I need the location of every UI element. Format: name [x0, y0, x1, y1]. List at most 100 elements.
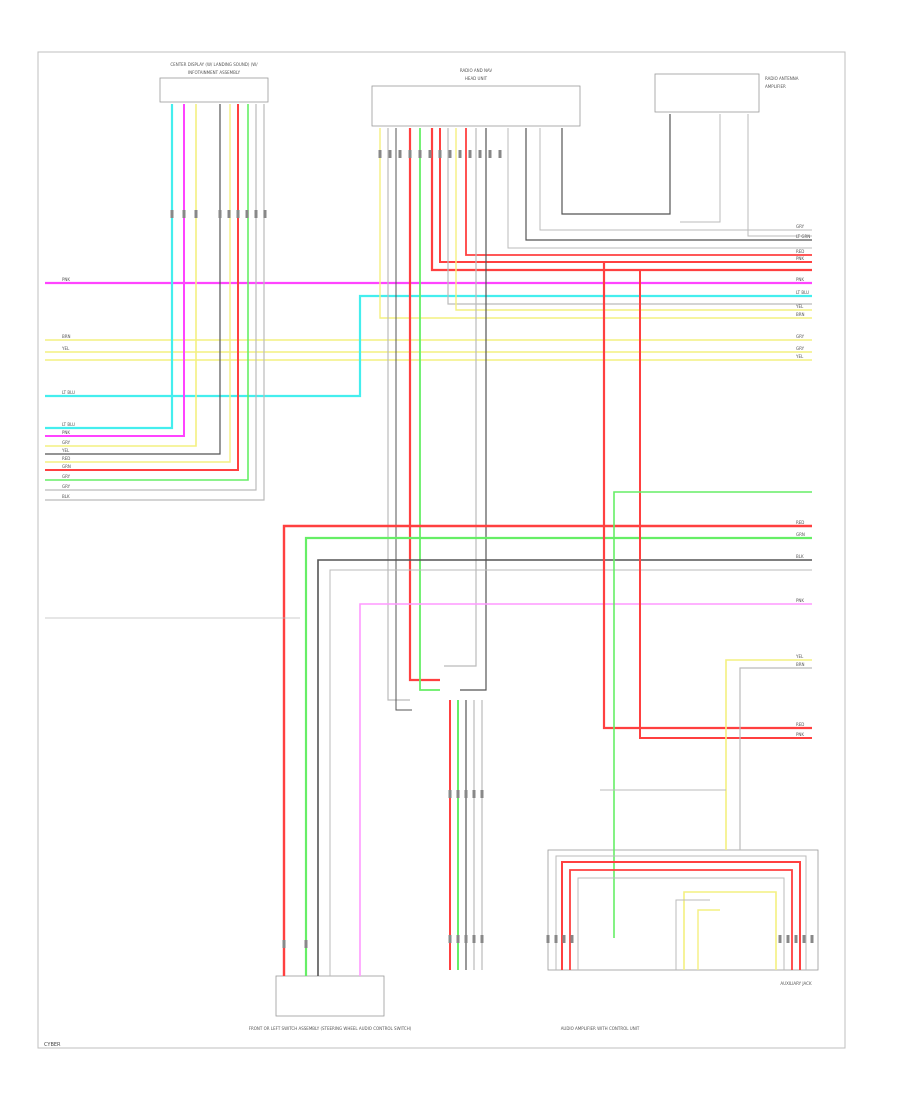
wire-red-bus-2: [439, 128, 812, 263]
wire-group: [45, 104, 814, 976]
wire-label-left: GRY: [62, 484, 71, 489]
left-top-connector-b-pin: [236, 210, 240, 218]
bottom-right-connector-a-pin: [570, 935, 574, 943]
wire-cyan-bus: [45, 294, 812, 398]
bottom-center-connector-b-pin: [456, 935, 460, 943]
wire-label-left: RED: [62, 456, 70, 461]
wire-unit-red-2: [569, 869, 793, 970]
center-top-connector-pin: [388, 150, 392, 158]
center-top-connector-pin: [468, 150, 472, 158]
center-top-connector-pin: [428, 150, 432, 158]
wire-red-bus-3: [465, 128, 812, 256]
wire-red-bus-1: [430, 128, 812, 272]
wire-yellow-drop-2: [45, 104, 231, 463]
wire-label-left: GRN: [62, 464, 71, 469]
unit-right-top-subtitle: AMPLIFIER: [765, 84, 786, 89]
wire-pink-drop: [45, 104, 185, 437]
left-top-connector-b-pin: [263, 210, 267, 218]
wire-label-right: RED: [796, 722, 804, 727]
center-top-connector-pin: [438, 150, 442, 158]
wire-black-drop: [45, 104, 221, 455]
bottom-center-connector-b-pin: [448, 935, 452, 943]
corner-label: CYBER: [44, 1042, 61, 1048]
wire-yellow-center-2: [455, 128, 812, 311]
bottom-right-connector-b-pin: [794, 935, 798, 943]
wire-label-right: BLK: [796, 554, 804, 559]
unit-left-top-box: [159, 77, 269, 103]
wire-black-switch: [317, 559, 812, 976]
wire-grey-bus: [507, 128, 812, 249]
center-top-connector-pin: [498, 150, 502, 158]
center-top-connector-pin: [458, 150, 462, 158]
wire-label-left: GRY: [62, 440, 71, 445]
unit-bottom-right-title: AUXILIARY JACK: [780, 981, 812, 986]
bottom-left-connector-pin: [282, 940, 286, 948]
center-top-connector-pin: [378, 150, 382, 158]
unit-bottom-left-title: FRONT OR LEFT SWITCH ASSEMBLY (STEERING …: [249, 1026, 412, 1031]
wire-label-right: YEL: [795, 654, 804, 659]
wire-unit-grey: [577, 877, 785, 970]
wire-label-right: PNK: [796, 256, 804, 261]
unit-center-top-box: [371, 85, 581, 127]
wire-black-bus: [525, 128, 812, 241]
wire-grey-center-2: [447, 128, 812, 305]
wire-label-left: LT BLU: [62, 390, 75, 395]
bottom-center-connector-b-pin: [480, 935, 484, 943]
center-top-connector-pin: [478, 150, 482, 158]
unit-right-top-box: [654, 73, 760, 113]
wire-unit-outline-1: [555, 855, 807, 970]
wire-unit-yellow: [683, 891, 777, 970]
left-top-connector-b-pin: [218, 210, 222, 218]
left-top-connector-b-pin: [254, 210, 258, 218]
wire-grey-switch: [329, 569, 812, 976]
unit-bottom-left-box: [275, 975, 385, 1017]
unit-center-top-title: RADIO AND NAV: [460, 68, 493, 73]
bottom-center-connector-a-pin: [448, 790, 452, 798]
bottom-right-connector-a-pin: [562, 935, 566, 943]
wire-grey-bus-2: [539, 128, 812, 231]
center-top-connector-pin: [488, 150, 492, 158]
wire-label-right: RED: [796, 520, 804, 525]
wire-label-right: YEL: [795, 354, 804, 359]
wire-black-antenna: [561, 114, 671, 215]
diagram-frame: [37, 51, 846, 1049]
left-top-connector-a-pin: [182, 210, 186, 218]
wire-grey-right: [739, 667, 812, 850]
wire-label-left: LT BLU: [62, 422, 75, 427]
wire-grey-center-1: [387, 128, 410, 701]
wire-label-right: GRY: [796, 224, 805, 229]
wire-label-left: PNK: [62, 430, 70, 435]
bottom-right-connector-b-pin: [810, 935, 814, 943]
wire-label-left: BRN: [62, 334, 71, 339]
bottom-right-connector-b-pin: [802, 935, 806, 943]
wire-label-right: GRY: [796, 334, 805, 339]
bottom-center-connector-a-pin: [472, 790, 476, 798]
unit-right-top-title: RADIO ANTENNA: [765, 76, 799, 81]
bottom-right-connector-b-pin: [786, 935, 790, 943]
wire-black-center: [395, 128, 412, 711]
left-top-connector-b-pin: [245, 210, 249, 218]
wire-label-left: PNK: [62, 277, 70, 282]
unit-left-top-title: CENTER DISPLAY (W/ LANDING SOUND) (W/: [170, 62, 258, 67]
wire-label-left: YEL: [61, 346, 70, 351]
bottom-right-connector-a-pin: [546, 935, 550, 943]
bottom-right-connector-b-pin: [778, 935, 782, 943]
wire-grey-antenna: [680, 114, 721, 223]
wire-label-right: RED: [796, 249, 804, 254]
left-top-connector-b-pin: [227, 210, 231, 218]
left-top-connector-a-pin: [194, 210, 198, 218]
wire-label-right: BRN: [796, 662, 805, 667]
unit-bottom-center-title: AUDIO AMPLIFIER WITH CONTROL UNIT: [561, 1026, 640, 1031]
wire-label-right: LT GRN: [796, 234, 810, 239]
wire-label-right: PNK: [796, 598, 804, 603]
wire-grey-drop-1: [45, 104, 257, 491]
wire-label-right: YEL: [795, 304, 804, 309]
wire-cyan-drop: [45, 104, 174, 430]
wire-yellow-right: [725, 659, 812, 850]
wire-label-right: GRN: [796, 532, 805, 537]
bottom-left-connector-pin: [304, 940, 308, 948]
unit-bottom-right-box: [547, 849, 819, 971]
wire-unit-grey-2: [675, 899, 710, 970]
